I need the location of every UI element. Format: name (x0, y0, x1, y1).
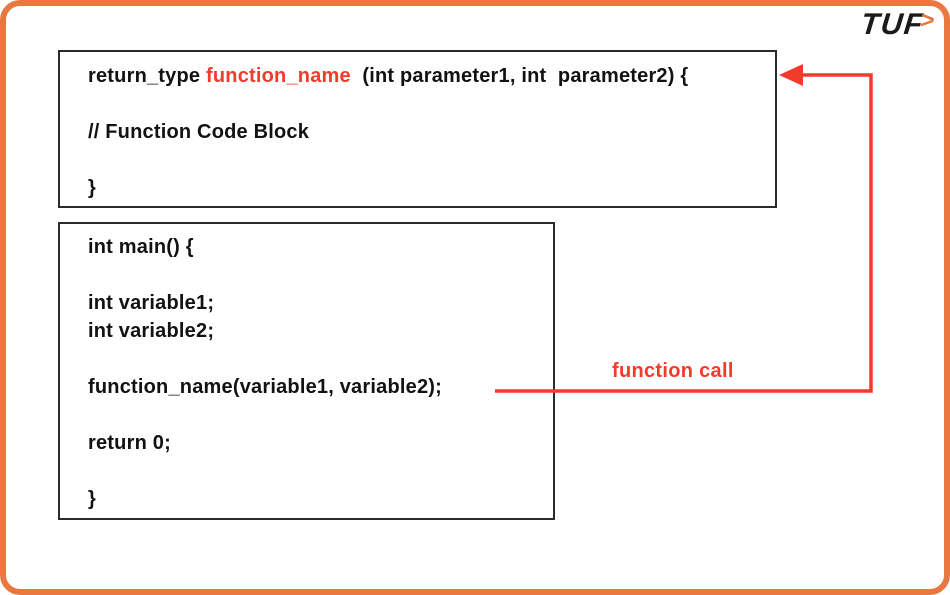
blank-line (88, 345, 553, 373)
code-line-variable1: int variable1; (88, 292, 215, 314)
blank-line (88, 261, 553, 289)
function-name-text: function_name (206, 65, 351, 87)
function-definition-box: return_type function_name (int parameter… (58, 50, 777, 208)
blank-line (88, 146, 775, 174)
blank-line (88, 90, 775, 118)
blank-line (88, 457, 553, 485)
function-call-label: function call (612, 360, 734, 382)
definition-closing-brace: } (88, 177, 96, 199)
return-type-text: return_type (88, 65, 206, 87)
tuf-logo-chevron-icon: > (918, 7, 936, 34)
function-body-comment: // Function Code Block (88, 121, 310, 143)
function-signature-line: return_type function_name (int parameter… (88, 62, 775, 90)
code-line-return: return 0; (88, 432, 171, 454)
blank-line (88, 401, 553, 429)
main-closing-brace: } (88, 488, 96, 510)
main-function-box: int main() { int variable1; int variable… (58, 222, 555, 520)
code-line-variable2: int variable2; (88, 320, 215, 342)
tuf-logo: TUF > (859, 7, 936, 42)
code-line-function-call: function_name(variable1, variable2); (88, 376, 442, 398)
tuf-logo-text: TUF (859, 8, 926, 41)
parameters-text: (int parameter1, int parameter2) { (350, 65, 689, 87)
code-line-main-open: int main() { (88, 236, 194, 258)
